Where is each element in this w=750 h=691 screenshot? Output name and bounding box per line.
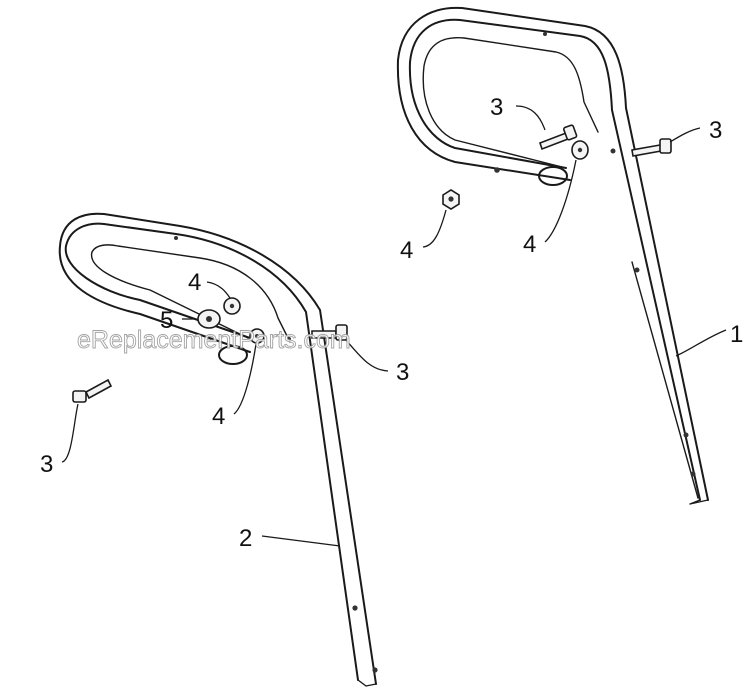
bolt-upper-left [538, 124, 578, 151]
callout-3-lower-left: 3 [40, 451, 53, 478]
callout-1: 1 [730, 321, 743, 348]
watermark-text: eReplacementParts.com [77, 326, 351, 354]
callout-4-washer-left-upper: 4 [188, 269, 201, 296]
spacer-5 [197, 309, 221, 329]
callout-4-washer-left-lower: 4 [212, 403, 225, 430]
callout-3-upper-right: 3 [709, 117, 722, 144]
washer-left-upper [223, 297, 241, 315]
callout-labels: 3 3 4 4 1 4 5 3 4 3 2 [40, 94, 743, 552]
handle-part-1 [396, 6, 709, 505]
washer-left-lower [249, 328, 265, 344]
callout-2: 2 [239, 525, 252, 552]
callout-4-washer-upper: 4 [523, 231, 536, 258]
callout-3-upper-left: 3 [490, 94, 503, 121]
washer-upper [571, 140, 589, 160]
callout-4-nut: 4 [400, 237, 413, 264]
nut [442, 189, 460, 210]
bolt-lower-left [72, 378, 113, 403]
callout-5: 5 [160, 307, 173, 334]
bolt-mid [311, 324, 348, 341]
handle-part-2 [58, 212, 378, 687]
callout-3-mid: 3 [396, 359, 409, 386]
bolt-upper-right [631, 138, 672, 157]
leader-lines [61, 105, 727, 547]
